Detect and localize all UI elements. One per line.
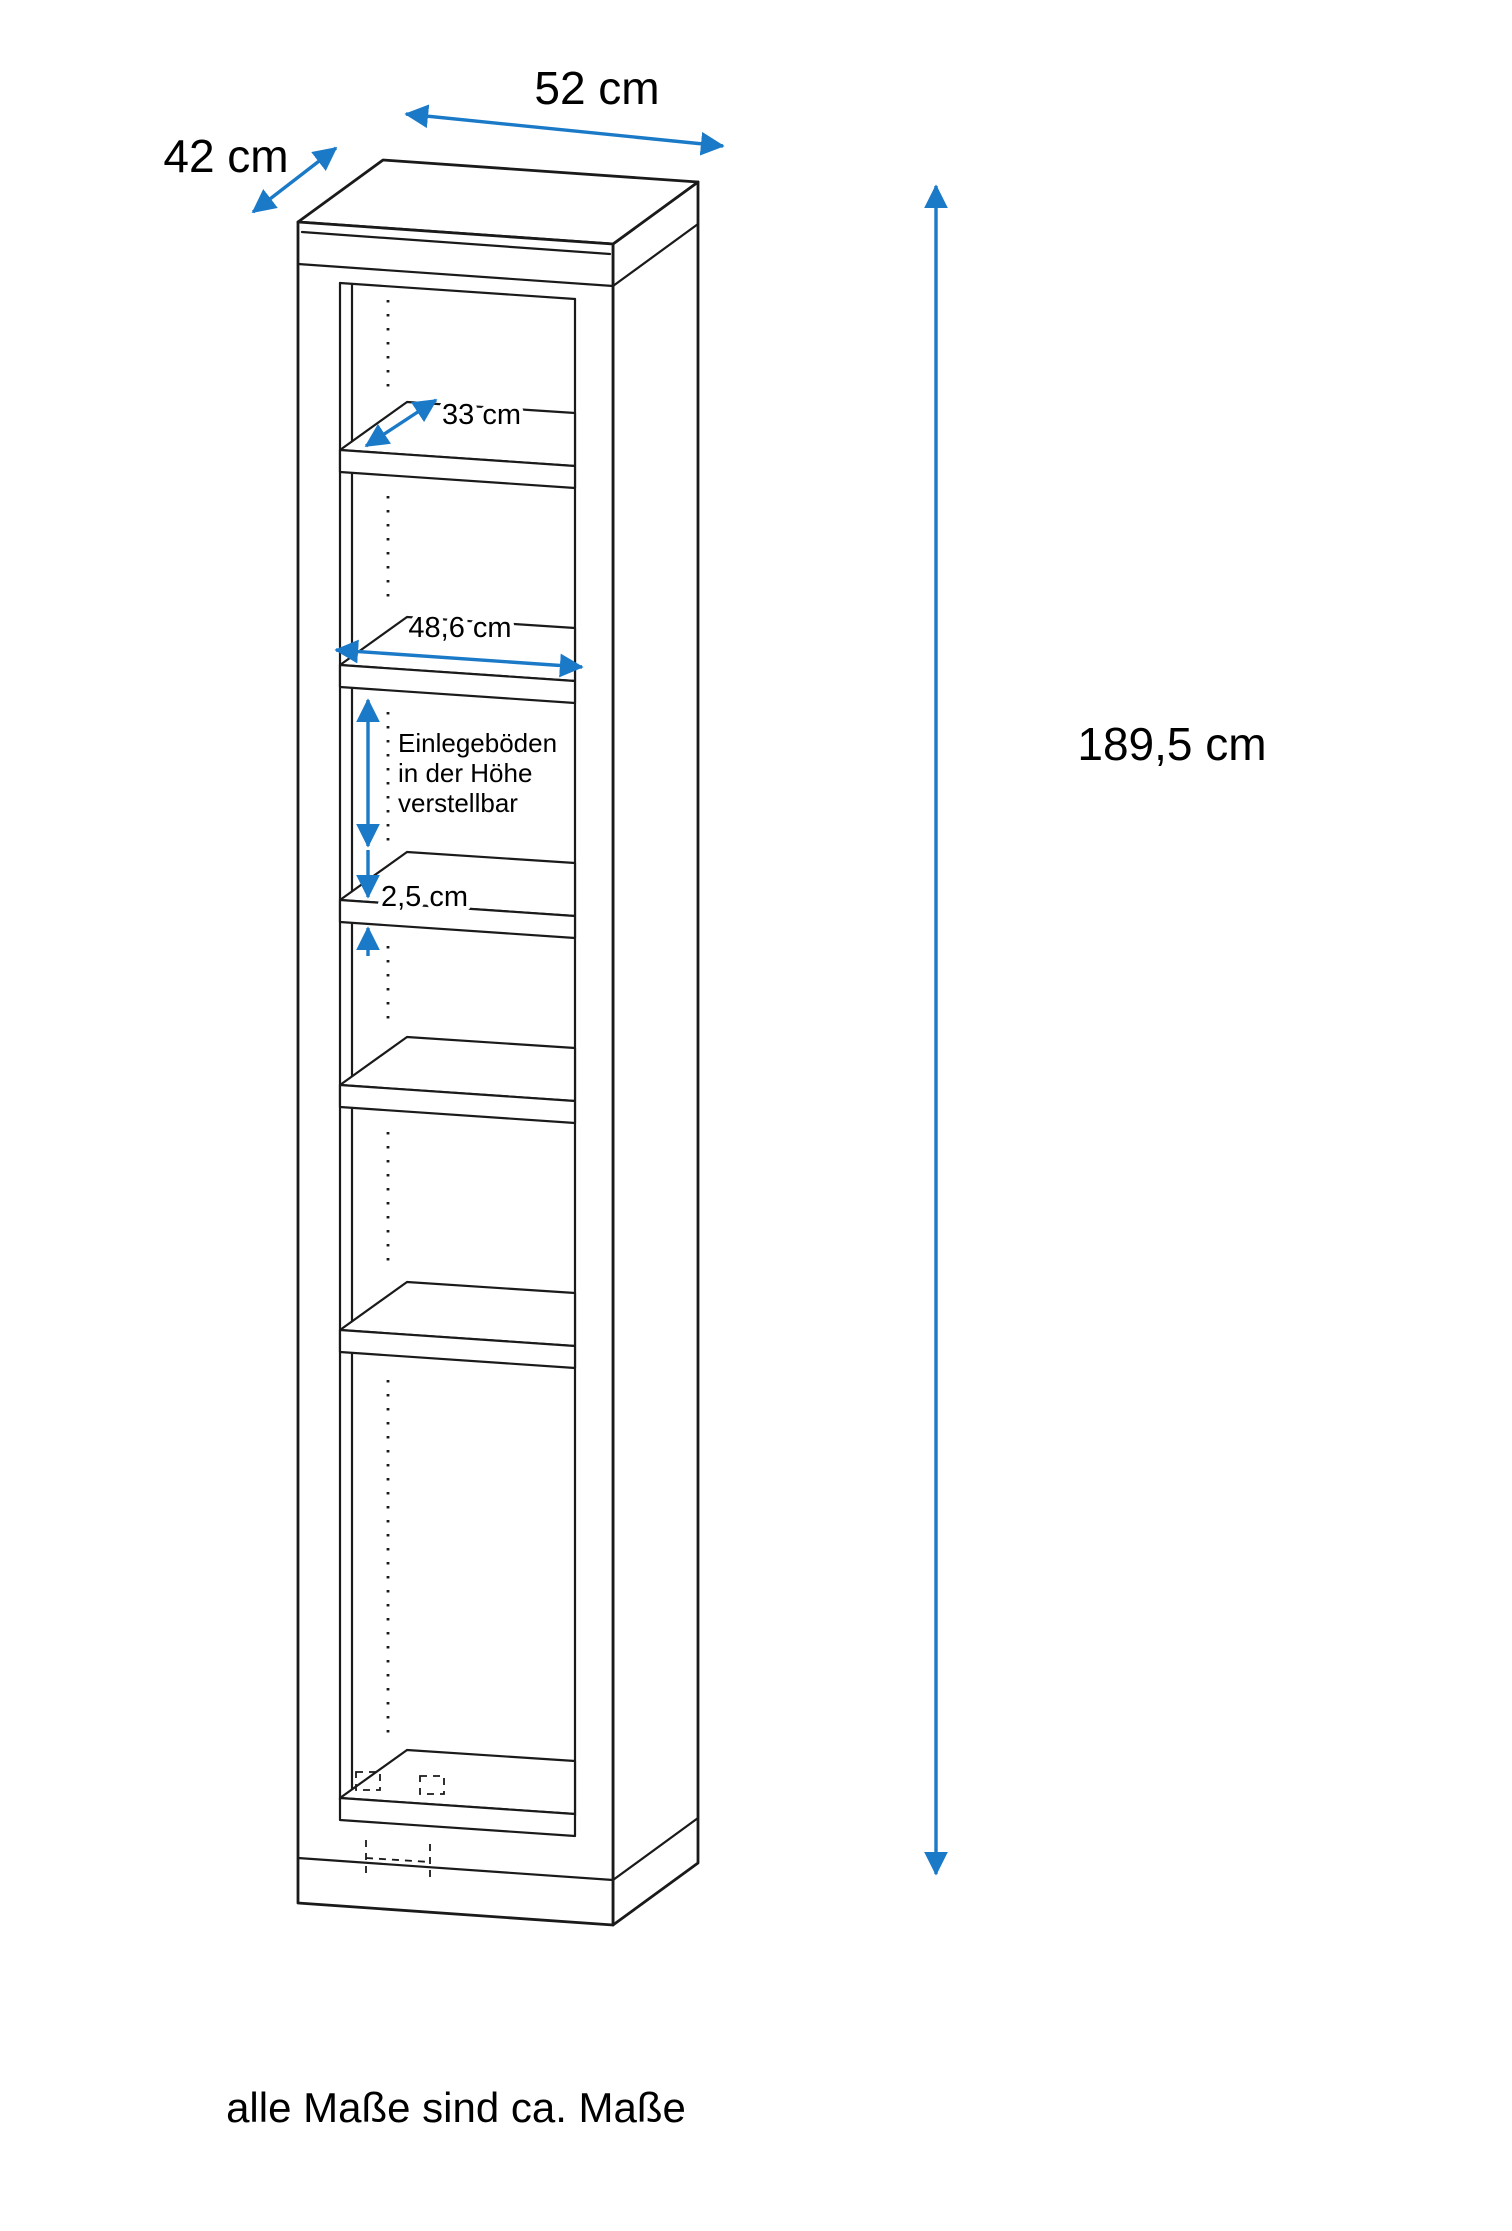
bottom-panel	[338, 1748, 577, 1838]
shelf-depth-arrow	[364, 398, 438, 448]
hidden-feet-dashes	[355, 1771, 445, 1878]
width-dimension-arrow	[404, 104, 725, 156]
width-dimension-label: 52 cm	[534, 62, 659, 114]
bottom-rail-top-front	[296, 1856, 615, 1882]
bottom-rail-top-side	[611, 1816, 700, 1882]
opening-top-edge	[338, 281, 577, 301]
shelf-depth-label: 33 cm	[442, 399, 521, 431]
shelf	[338, 850, 577, 940]
inner-width-label: 48,6 cm	[408, 612, 511, 644]
height-dimension-label: 189,5 cm	[1077, 718, 1266, 770]
footnote: alle Maße sind ca. Maße	[226, 2084, 686, 2131]
adjustable-shelves-note: Einlegeböden in der Höhe verstellbar	[394, 724, 562, 823]
top-cap-bottom-front	[296, 262, 615, 288]
svg-text:in der Höhe: in der Höhe	[398, 758, 532, 788]
depth-dimension-label: 42 cm	[163, 130, 288, 182]
shelf-step-label: 2,5 cm	[381, 881, 468, 913]
top-cap-bottom-side	[611, 222, 700, 288]
shelf	[338, 1035, 577, 1125]
dimension-annotations: 52 cm 42 cm 33 cm 48,6 cm Einlegeböden i…	[163, 62, 1267, 1876]
svg-text:verstellbar: verstellbar	[398, 788, 518, 818]
shelf	[338, 1280, 577, 1370]
cabinet-side-face	[611, 180, 700, 1927]
svg-text:Einlegeböden: Einlegeböden	[398, 728, 557, 758]
inner-width-arrow	[334, 639, 584, 678]
top-cap-lip	[300, 230, 612, 256]
depth-dimension-arrow	[251, 146, 338, 214]
